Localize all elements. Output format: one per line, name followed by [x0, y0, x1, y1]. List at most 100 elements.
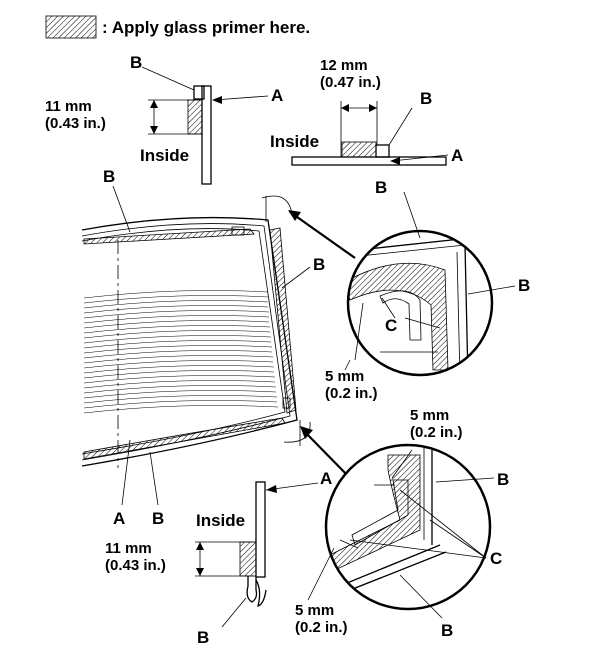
dim-043in: (0.43 in.) — [105, 557, 166, 574]
leader-c-c — [349, 539, 487, 559]
pointer-arrow-top-head — [288, 210, 301, 221]
primer-gap — [379, 290, 422, 341]
label-inside: Inside — [196, 511, 245, 530]
glass-edge-section — [201, 85, 212, 185]
glass-outline — [81, 216, 298, 467]
label-b-bottom: B — [441, 621, 453, 640]
dim-11mm: 11 mm — [45, 98, 92, 115]
dim-5mm-top: 5 mm — [410, 407, 449, 424]
label-b: B — [497, 470, 509, 489]
primer-area — [187, 99, 203, 135]
molding-b-side — [456, 251, 461, 375]
dim-12mm: 12 mm — [320, 57, 368, 74]
section-bottom-left: A Inside 11 mm (0.43 in.) B — [105, 469, 332, 647]
leader-b-top — [403, 191, 421, 239]
magnifier-top: B B C 5 mm (0.2 in.) — [325, 178, 530, 402]
primer-band-top — [83, 228, 255, 245]
label-c: C — [385, 316, 397, 335]
leader-b-side — [467, 285, 516, 295]
leader-c-b — [404, 317, 441, 329]
leader-a — [213, 95, 269, 101]
label-c: C — [490, 549, 502, 568]
label-inside: Inside — [140, 146, 189, 165]
primer-area — [239, 541, 257, 577]
leader-c-a — [381, 297, 396, 319]
glass-edge-bottom — [329, 544, 441, 591]
pointer-arrow-top — [289, 211, 356, 259]
pointer-arrow-bottom-head — [300, 426, 313, 439]
primer-corner-area — [329, 454, 421, 571]
dim-arrow-head-top — [196, 542, 204, 550]
primer-hatch-swatch — [45, 15, 97, 39]
clip-bottom — [282, 397, 291, 409]
label-b-bottom: B — [152, 509, 164, 528]
label-b: B — [375, 178, 387, 197]
dim-043in: (0.43 in.) — [45, 115, 106, 132]
dim-arrow-head-left — [341, 104, 349, 112]
dim-arrow-head-top — [150, 100, 158, 108]
molding-b-section — [375, 144, 390, 158]
leader-b-right — [281, 266, 311, 289]
label-b-right: B — [313, 255, 325, 274]
label-b-top: B — [103, 167, 115, 186]
pointer-arrow-bottom — [302, 429, 353, 481]
leader-b — [221, 597, 247, 628]
dim-02in-bottom: (0.2 in.) — [295, 619, 348, 636]
label-inside: Inside — [270, 132, 319, 151]
molding-b-section — [193, 85, 205, 100]
leader-a-bottom — [121, 439, 131, 506]
leader-b — [141, 66, 195, 91]
leader-c-b — [429, 519, 487, 559]
dim-02in: (0.2 in.) — [325, 385, 378, 402]
glass-edge-section — [255, 481, 266, 578]
dim-arrow-head-right — [369, 104, 377, 112]
leader-5mm — [344, 359, 351, 371]
label-a-bottom: A — [113, 509, 125, 528]
dim-5mm-line-b — [339, 539, 359, 549]
leader-a — [391, 154, 449, 162]
magnifier-bottom: 5 mm (0.2 in.) B C B 5 mm (0.2 in.) — [295, 407, 509, 640]
label-b: B — [197, 628, 209, 647]
corner-arc-bottom — [283, 421, 311, 443]
dim-047in: (0.47 in.) — [320, 74, 381, 91]
leader-b — [388, 107, 413, 146]
label-b: B — [420, 89, 432, 108]
legend-text: : Apply glass primer here. — [102, 18, 310, 37]
section-top-left: B A 11 mm (0.43 in.) Inside — [45, 53, 283, 185]
leader-b-bottom — [399, 574, 443, 619]
corner-arc-top — [261, 195, 293, 215]
molding-b-lip — [246, 576, 258, 603]
leader-b-top — [112, 185, 131, 233]
dim-5mm: 5 mm — [325, 368, 364, 385]
primer-band-bottom — [83, 417, 286, 460]
primer-corner-area — [348, 262, 449, 371]
rear-window-glass: B B A B — [81, 167, 325, 528]
molding-b-flange — [255, 579, 267, 607]
dim-arrow-head-bottom — [196, 568, 204, 576]
leader-b-bottom — [149, 451, 159, 506]
leader-c-a — [399, 489, 487, 559]
legend: : Apply glass primer here. — [45, 15, 310, 39]
dim-5mm-bottom: 5 mm — [295, 602, 334, 619]
leader-b-top — [435, 477, 495, 483]
leader-5mm-bottom — [307, 547, 335, 601]
primer-area — [341, 141, 377, 158]
leader-5mm-top — [391, 449, 413, 479]
arrow-a-head — [266, 485, 277, 493]
primer-gap — [351, 479, 409, 546]
label-b-side: B — [518, 276, 530, 295]
dim-arrow-head-bottom — [150, 126, 158, 134]
dim-11mm: 11 mm — [105, 540, 152, 557]
clip-top — [231, 226, 245, 236]
primer-band-side — [269, 227, 297, 414]
glass-inner-line — [81, 223, 291, 461]
label-a: A — [451, 146, 463, 165]
arrow-a-head — [212, 96, 222, 104]
label-a: A — [271, 86, 283, 105]
defroster-grid — [83, 290, 279, 414]
label-a: A — [320, 469, 332, 488]
label-b: B — [130, 53, 142, 72]
section-top-right: 12 mm (0.47 in.) B A Inside — [270, 57, 463, 166]
